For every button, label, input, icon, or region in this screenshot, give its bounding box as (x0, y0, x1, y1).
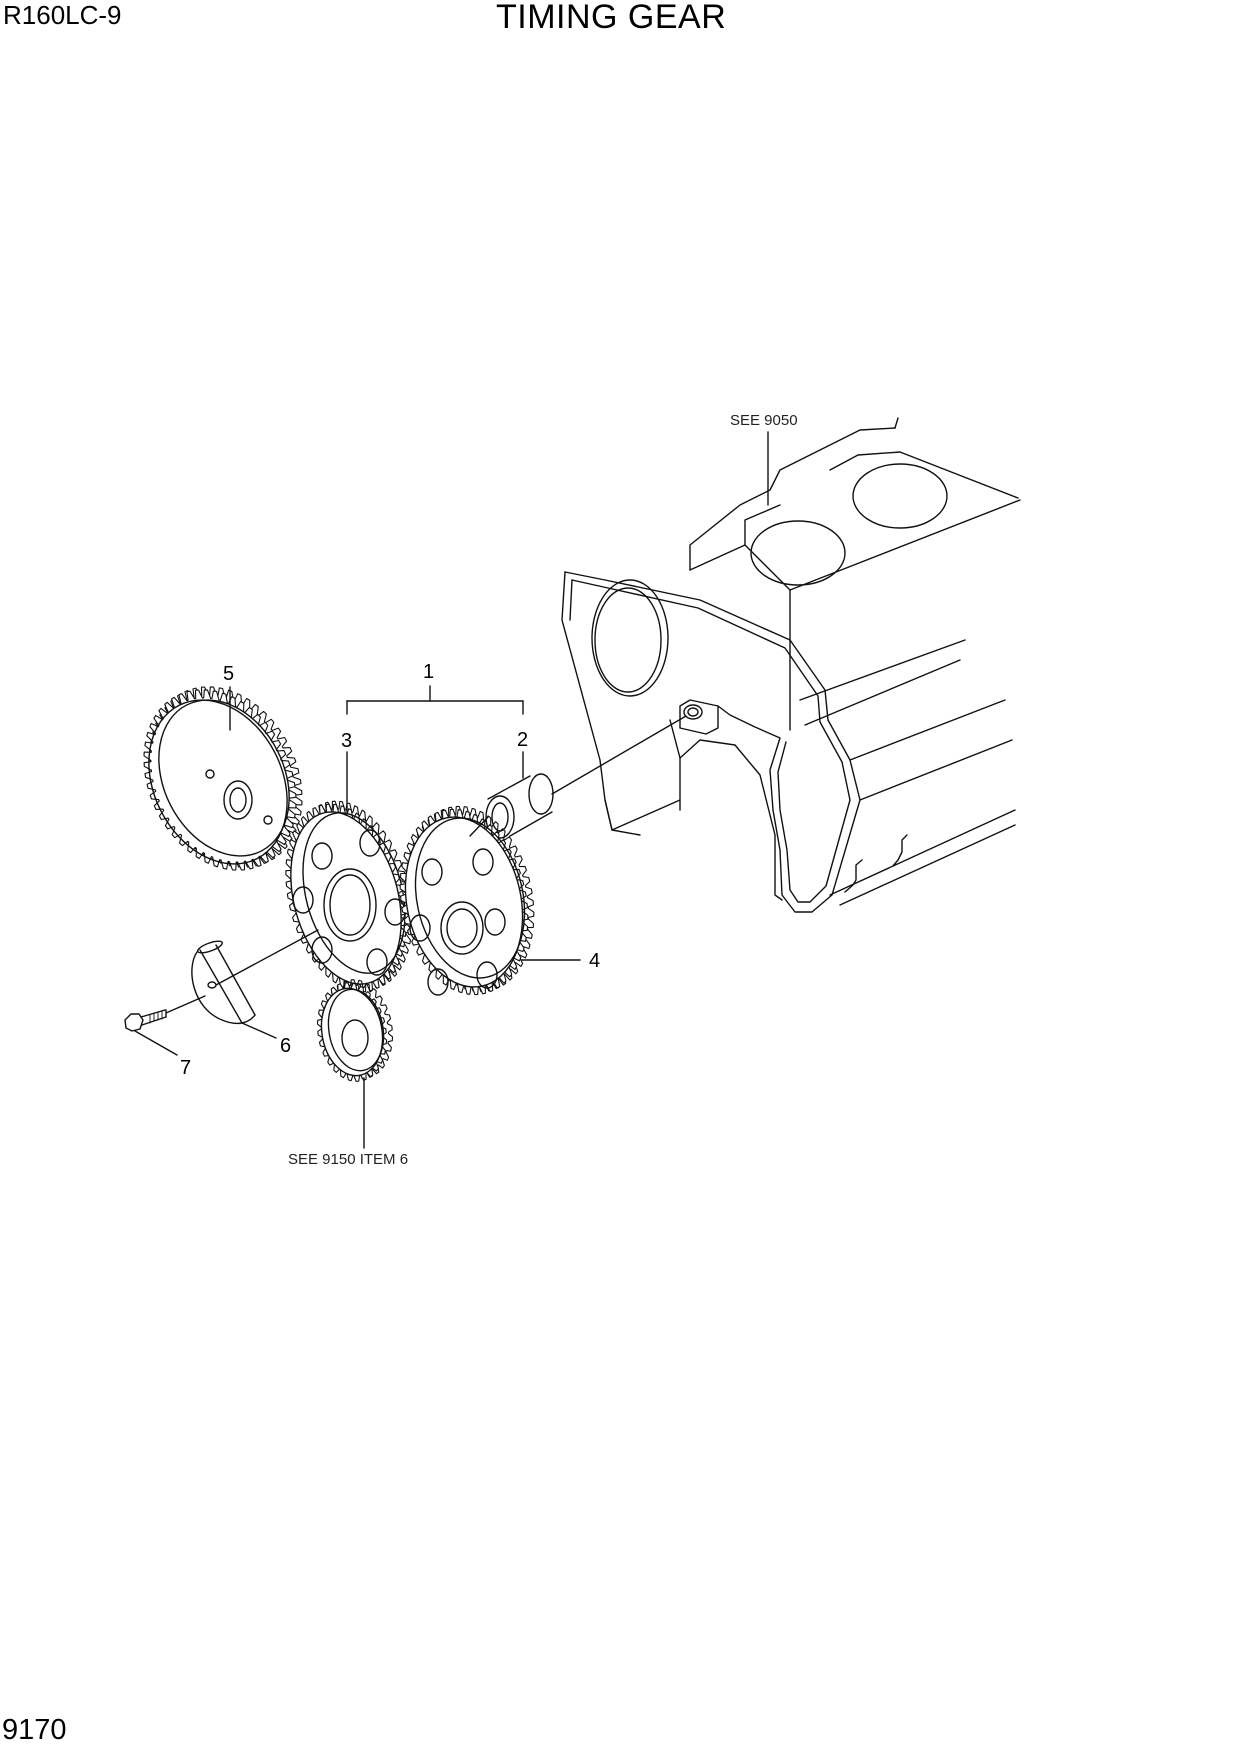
thrust-plate (191, 929, 319, 1025)
callout-item-4: 4 (589, 950, 600, 972)
callout-item-7: 7 (180, 1057, 191, 1079)
callout-item-1: 1 (423, 661, 434, 683)
front-plate (561, 571, 908, 913)
crank-reference-label: SEE 9150 ITEM 6 (288, 1151, 408, 1168)
engine-block: SEE 9050 (689, 412, 1021, 906)
callout-item-3: 3 (341, 730, 352, 752)
idler-gear (285, 800, 413, 993)
cam-gear (143, 686, 303, 871)
callout-leaders (134, 685, 581, 1056)
model-label: R160LC-9 (3, 0, 122, 30)
callout-item-2: 2 (517, 729, 528, 751)
callout-item-6: 6 (280, 1035, 291, 1057)
page-title: TIMING GEAR (496, 0, 727, 36)
block-reference-label: SEE 9050 (730, 412, 798, 429)
bolt (124, 995, 206, 1032)
bushing (485, 715, 687, 839)
crank-gear: SEE 9150 ITEM 6 (288, 979, 408, 1168)
callout-item-5: 5 (223, 663, 234, 685)
intermediate-gear (399, 805, 535, 996)
page-number: 9170 (2, 1714, 67, 1746)
